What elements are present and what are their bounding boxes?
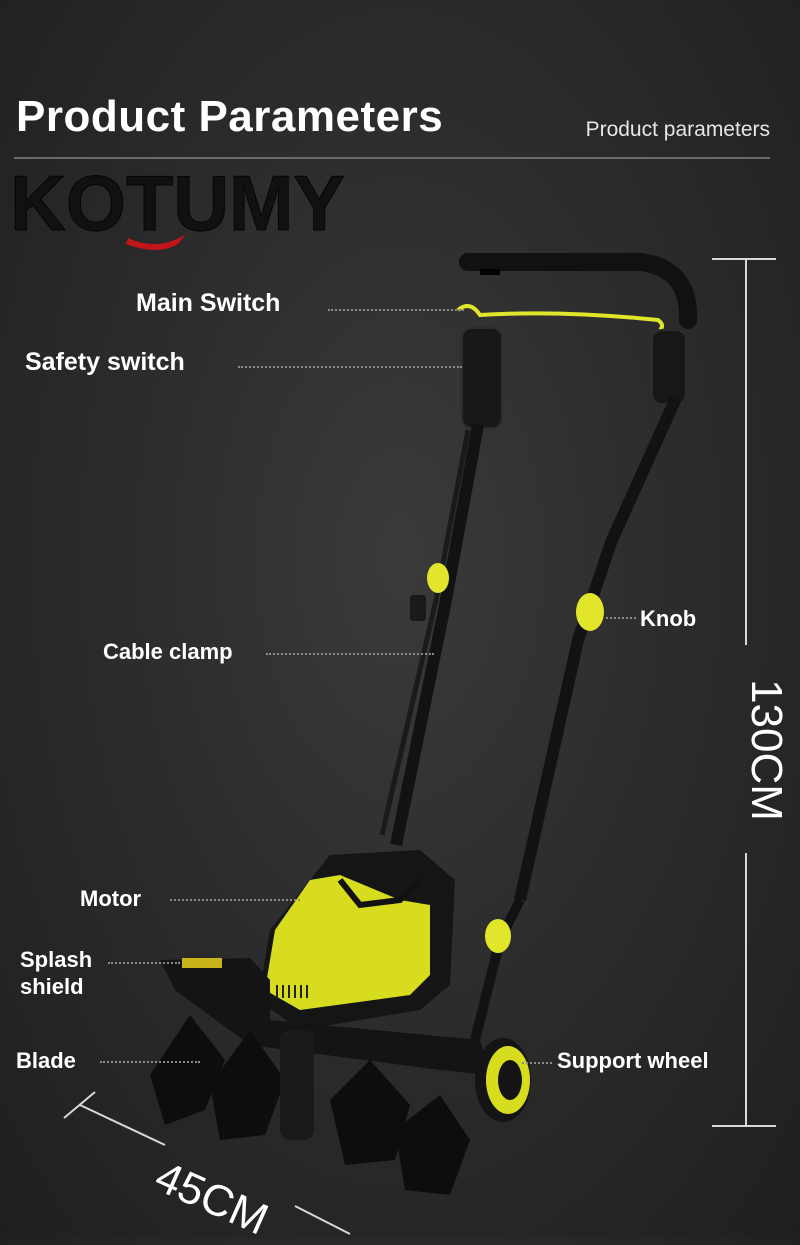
handlebar: [459, 253, 698, 329]
right-tube: [514, 395, 682, 902]
motor-cover: [265, 875, 430, 1010]
callout-blade: Blade: [16, 1048, 76, 1073]
leader-cable-clamp: [266, 653, 434, 655]
height-dimension-label: 130CM: [741, 679, 791, 821]
title-divider: [14, 157, 770, 159]
knob-icon: [576, 593, 604, 631]
leader-motor: [170, 899, 300, 901]
callout-motor: Motor: [80, 886, 142, 911]
leader-knob: [606, 617, 636, 619]
blades: [150, 1015, 470, 1195]
callout-splash-shield-line1: Splash: [20, 947, 93, 972]
leader-safety-switch: [238, 366, 462, 368]
safety-bail: [456, 304, 665, 332]
callout-support-wheel: Support wheel: [557, 1048, 709, 1073]
page-subtitle: Product parameters: [585, 118, 770, 141]
callout-cable-clamp: Cable clamp: [103, 639, 233, 664]
callout-main-switch: Main Switch: [136, 289, 281, 317]
leader-splash-shield: [108, 962, 180, 964]
logo-swoosh: [126, 234, 186, 250]
left-tube: [390, 423, 484, 847]
leader-blade: [100, 1061, 200, 1063]
page-title: Product Parameters: [16, 92, 444, 141]
callout-splash-shield-line2: shield: [20, 974, 84, 999]
splash-shield: [160, 958, 490, 1075]
leader-support-wheel: [522, 1062, 552, 1064]
brand-logo: KOTUMY: [10, 168, 346, 250]
callout-knob: Knob: [640, 606, 697, 631]
logo-wordmark: KOTUMY: [10, 168, 345, 247]
leader-main-switch: [328, 309, 464, 311]
callout-safety-switch: Safety switch: [25, 348, 185, 376]
